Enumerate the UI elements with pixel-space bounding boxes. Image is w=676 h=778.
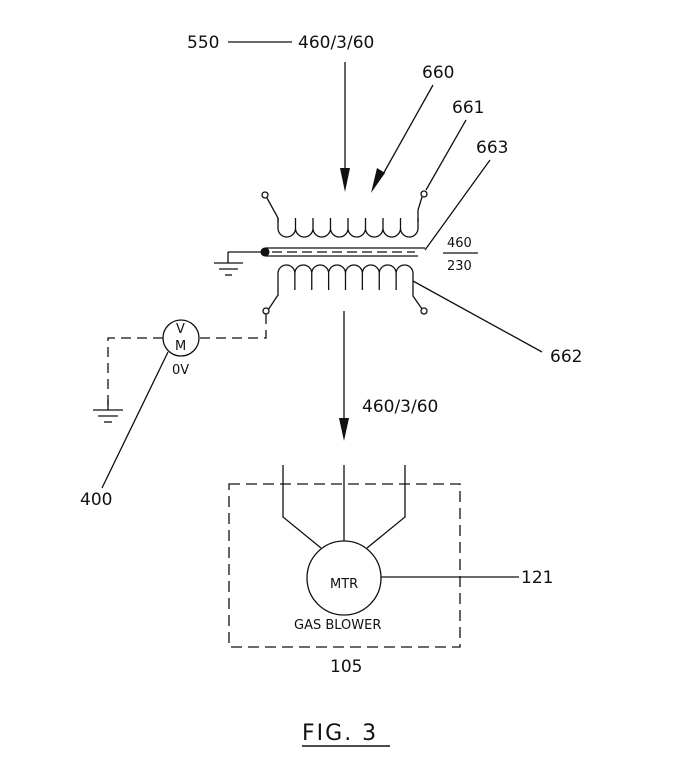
voltmeter-v: V (176, 322, 185, 337)
blower-enclosure (228, 483, 461, 648)
ref-400: 400 (80, 490, 112, 510)
secondary-winding (262, 264, 428, 315)
ratio-top: 460 (447, 236, 472, 251)
supply-arrow (340, 62, 350, 192)
secondary-coil (277, 264, 414, 290)
ref-121: 121 (521, 568, 553, 588)
figure-caption: FIG. 3 (302, 721, 378, 746)
ref-663: 663 (476, 138, 508, 158)
core-ground-dot (260, 247, 270, 257)
ref-550: 550 (187, 33, 219, 53)
voltmeter-ground-icon (93, 400, 123, 423)
ref-661: 661 (452, 98, 484, 118)
blower-caption: GAS BLOWER (294, 618, 381, 633)
ref-660: 660 (422, 63, 454, 83)
ref-105: 105 (330, 657, 362, 677)
motor-icon: MTR (306, 540, 382, 616)
ground-icon (214, 252, 243, 276)
primary-coil (277, 218, 419, 238)
ref-661-leader (425, 119, 467, 191)
ratio-bottom: 230 (447, 259, 472, 274)
supply-rating: 460/3/60 (298, 33, 374, 53)
primary-terminal-left (261, 191, 269, 199)
secondary-terminal-right (420, 307, 428, 315)
motor-leads (282, 465, 406, 549)
motor-label: MTR (330, 577, 358, 592)
voltmeter-reading: 0V (172, 363, 189, 378)
ref-663-leader (424, 159, 491, 251)
voltmeter-m: M (175, 339, 186, 354)
ref-400-leader (101, 351, 169, 489)
ref-662: 662 (550, 347, 582, 367)
ref-662-leader (412, 280, 543, 353)
primary-winding (261, 190, 428, 238)
primary-terminal-right (420, 190, 428, 198)
voltmeter-circuit (107, 314, 267, 410)
secondary-terminal-left (262, 307, 270, 315)
transformer-core (228, 247, 425, 257)
ref-660-arrow (371, 84, 434, 193)
voltmeter-icon: V M (162, 319, 200, 357)
output-rating: 460/3/60 (362, 397, 438, 417)
output-arrow (339, 311, 349, 441)
